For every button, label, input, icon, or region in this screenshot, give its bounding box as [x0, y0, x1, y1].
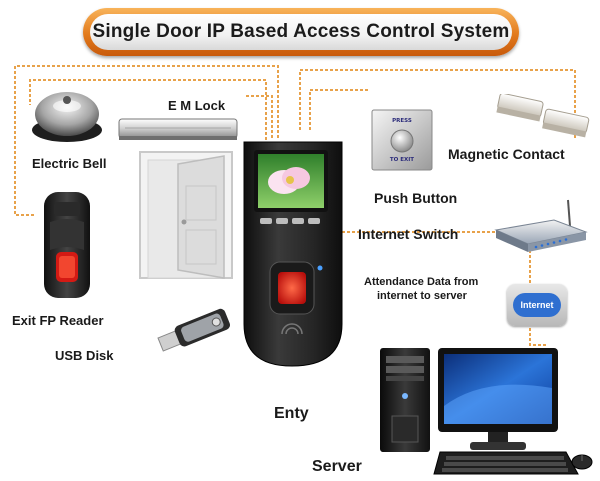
connector-bell [14, 65, 279, 216]
attendance-line2: internet to server [377, 290, 467, 302]
electric-bell-label: Electric Bell [32, 156, 107, 171]
internet-switch-label: Internet Switch [358, 226, 459, 242]
server-mouse-icon [571, 454, 593, 470]
server-tower-icon [380, 348, 430, 452]
attendance-line1: Attendance Data from [364, 276, 479, 288]
internet-cloud-label: Internet [520, 300, 554, 310]
internet-cloud: Internet [507, 284, 567, 326]
server-label: Server [312, 458, 362, 475]
internet-cloud-badge: Internet [513, 293, 561, 317]
exit-fp-reader-icon [44, 192, 90, 298]
door-icon [139, 151, 233, 279]
diagram-title: Single Door IP Based Access Control Syst… [90, 14, 512, 50]
electric-bell-icon [32, 92, 102, 142]
title-banner: Single Door IP Based Access Control Syst… [83, 8, 519, 56]
internet-switch-icon [494, 199, 588, 252]
push-button-icon: PRESS TO EXIT [371, 109, 433, 171]
connector-push-button [309, 89, 370, 130]
entry-label: Enty [274, 405, 309, 422]
access-terminal-icon [243, 141, 343, 367]
server-monitor-icon [438, 348, 558, 450]
em-lock-icon [118, 118, 238, 140]
push-button-label: Push Button [374, 190, 458, 206]
em-lock-label: E M Lock [168, 98, 226, 113]
usb-disk-icon [157, 308, 230, 352]
server-keyboard-icon [433, 451, 579, 475]
magnetic-contact-label: Magnetic Contact [448, 146, 565, 162]
connector-magnetic-contact [299, 69, 576, 140]
usb-disk-label: USB Disk [55, 348, 114, 363]
push-button-top-text: PRESS [392, 118, 412, 124]
connector-em-lock [245, 95, 273, 138]
push-button-bottom-text: TO EXIT [390, 157, 414, 163]
exit-fp-reader-label: Exit FP Reader [12, 313, 104, 328]
connector-exit-reader [29, 79, 267, 145]
magnetic-contact-icon [496, 94, 590, 138]
